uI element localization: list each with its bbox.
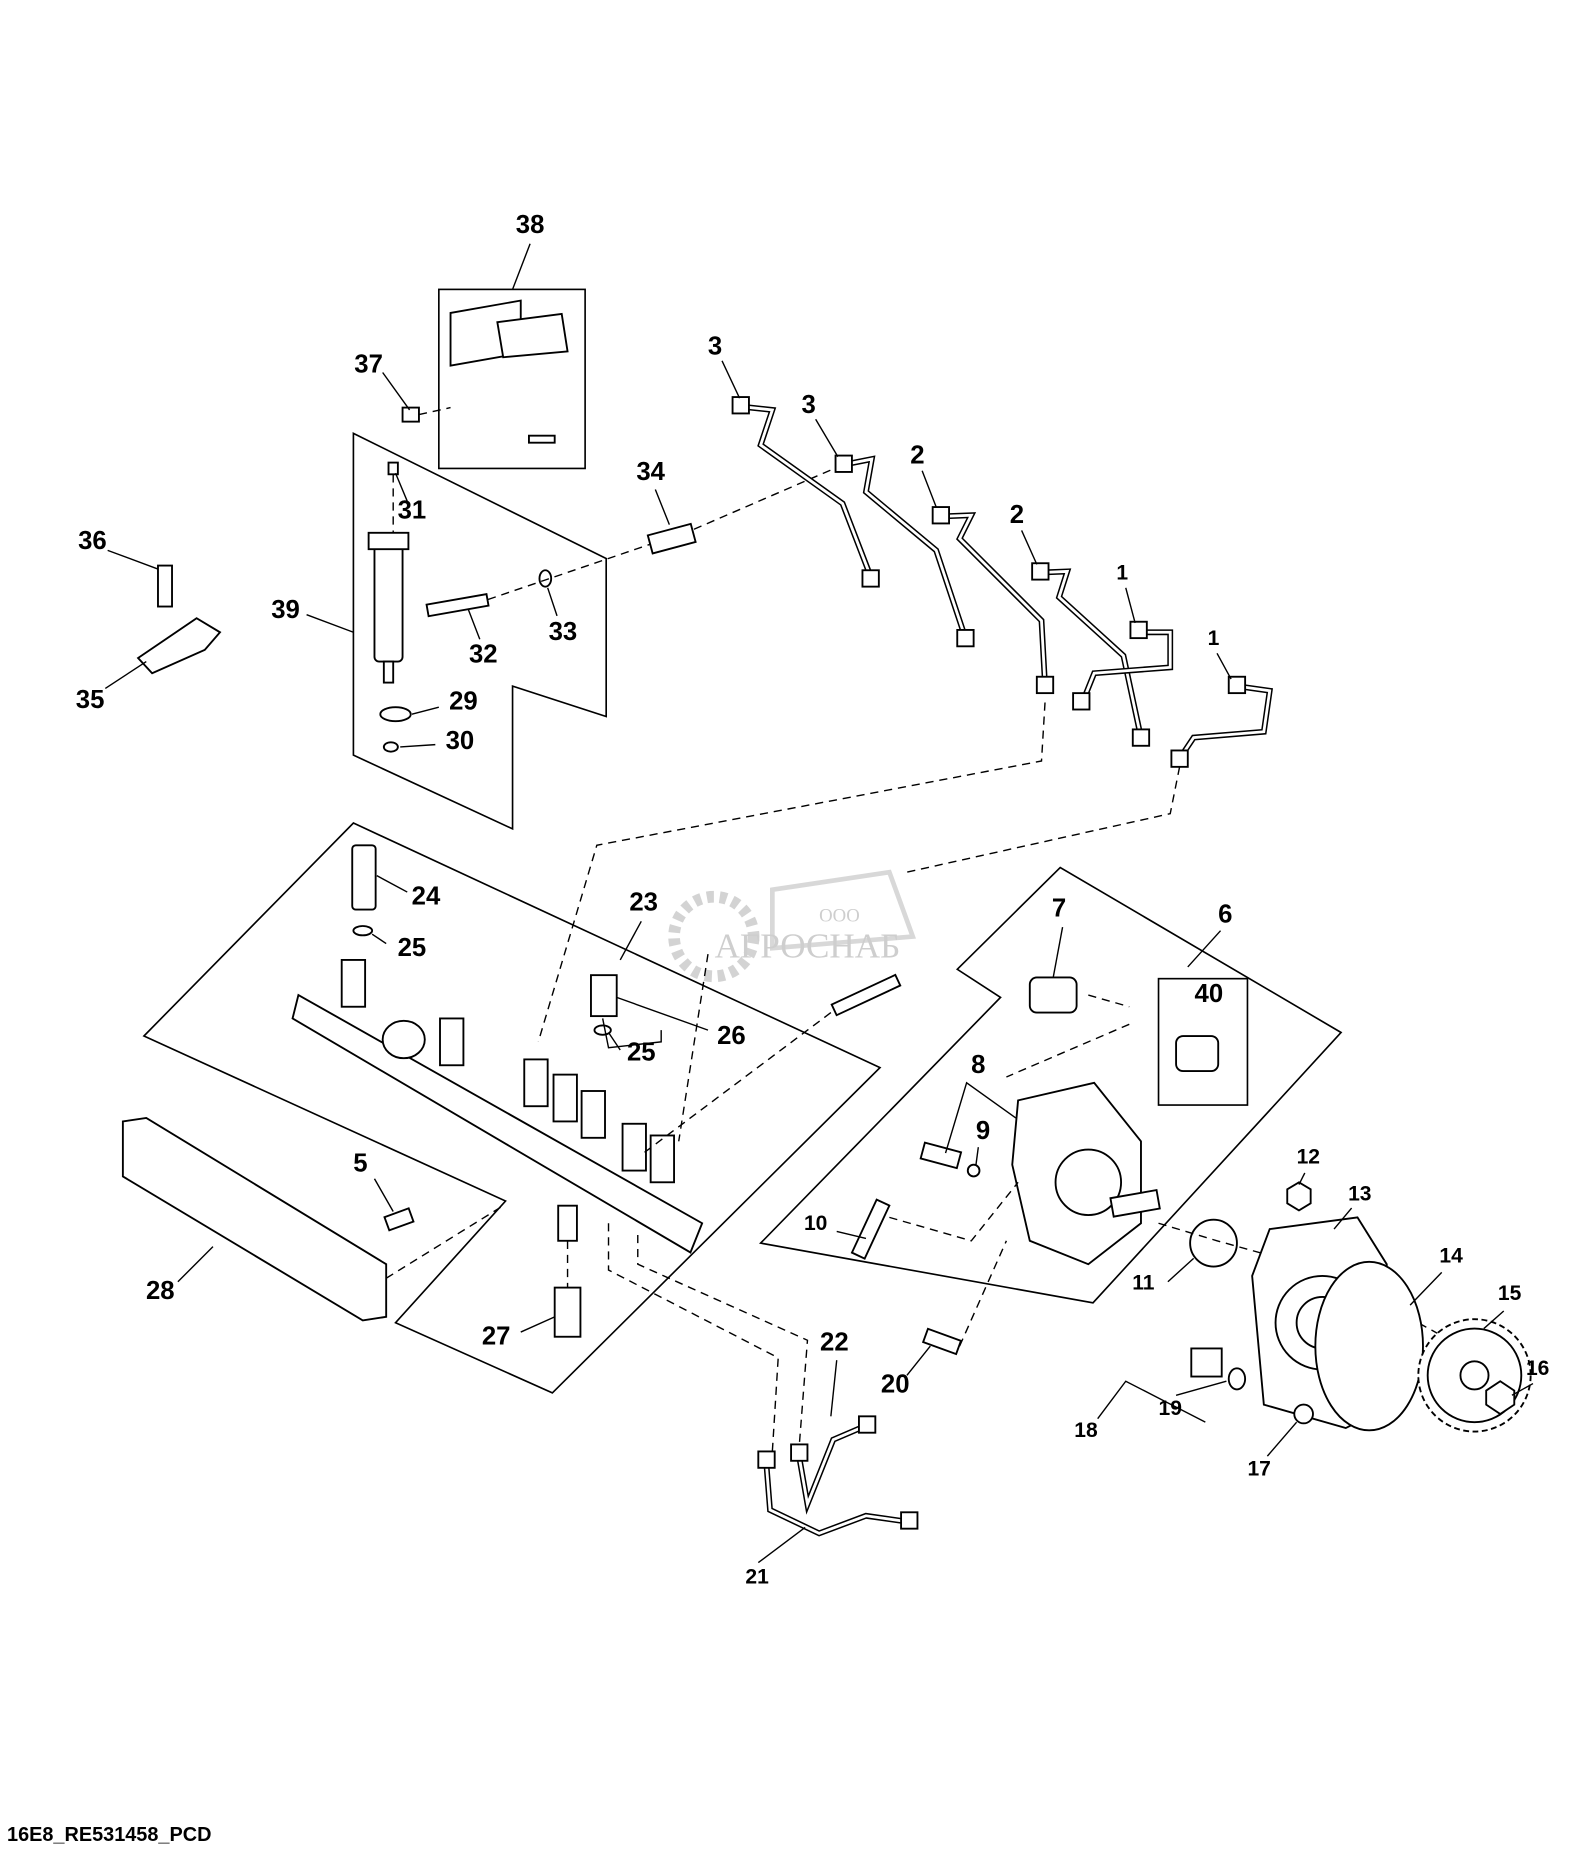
sensor-8 — [919, 1141, 963, 1170]
group-box-39 — [352, 432, 607, 831]
callout-15: 15 — [1498, 1282, 1522, 1305]
sensor-27 — [553, 1286, 582, 1338]
callout-16: 16 — [1526, 1357, 1549, 1380]
nut-16 — [1485, 1380, 1516, 1416]
callout-13: 13 — [1348, 1183, 1371, 1206]
callout-25: 25 — [398, 934, 427, 962]
callout-12: 12 — [1297, 1145, 1320, 1168]
callout-37: 37 — [354, 350, 383, 378]
o-ring-11 — [1189, 1218, 1238, 1268]
callout-6: 6 — [1218, 900, 1232, 928]
shield-28 — [121, 1116, 388, 1322]
gear-15 — [1417, 1318, 1532, 1433]
bolt-37 — [401, 406, 420, 423]
callout-22: 22 — [820, 1329, 849, 1357]
bolt-10 — [850, 1198, 891, 1260]
o-ring-14 — [1314, 1260, 1424, 1432]
callout-29: 29 — [449, 687, 478, 715]
callout-25: 25 — [627, 1038, 656, 1066]
callout-labels: 38 37 3 3 34 31 2 2 1 1 36 39 32 33 35 2… — [76, 211, 1550, 1588]
callout-8: 8 — [971, 1051, 985, 1079]
callout-26: 26 — [717, 1022, 746, 1050]
callout-14: 14 — [1439, 1245, 1463, 1268]
callout-7: 7 — [1052, 894, 1066, 922]
nut-12 — [1286, 1181, 1312, 1212]
bolt-36 — [157, 564, 173, 608]
callout-20: 20 — [881, 1371, 910, 1399]
watermark-logo: ООО АГРОСНАБ — [668, 869, 917, 983]
callout-9: 9 — [976, 1117, 990, 1145]
callout-18: 18 — [1074, 1419, 1098, 1442]
group-box-40 — [1157, 977, 1249, 1106]
plug-18 — [1190, 1347, 1223, 1378]
callout-30: 30 — [446, 727, 475, 755]
bolt-20 — [921, 1327, 963, 1356]
callout-19: 19 — [1159, 1397, 1182, 1420]
callout-31: 31 — [398, 497, 427, 525]
valve-24 — [351, 844, 377, 911]
callout-40: 40 — [1195, 980, 1224, 1008]
callout-10: 10 — [804, 1212, 827, 1235]
fuel-rail — [291, 959, 704, 1254]
valve-40 — [1175, 1035, 1220, 1073]
callout-3: 3 — [708, 333, 722, 361]
callout-32: 32 — [469, 640, 498, 668]
callout-28: 28 — [146, 1277, 175, 1305]
callout-33: 33 — [549, 618, 578, 646]
o-ring-25b — [593, 1024, 612, 1036]
o-ring-25a — [352, 925, 374, 937]
callout-36: 36 — [78, 527, 107, 555]
leader-lines — [104, 243, 1534, 1564]
o-ring-33 — [538, 569, 553, 588]
callout-35: 35 — [76, 686, 105, 714]
high-pressure-pump — [1011, 1081, 1161, 1266]
callout-5: 5 — [353, 1150, 367, 1178]
connector-part — [449, 299, 569, 444]
o-ring-17 — [1293, 1403, 1314, 1425]
group-box-38 — [438, 288, 586, 470]
o-ring-19 — [1227, 1367, 1247, 1391]
callout-27: 27 — [482, 1323, 511, 1351]
valve-7 — [1028, 976, 1078, 1014]
fitting-34 — [646, 522, 697, 555]
group-box-6 — [758, 866, 1343, 1304]
callout-23: 23 — [629, 889, 658, 917]
clamp-35 — [136, 617, 222, 675]
bolt-5 — [383, 1207, 415, 1232]
callout-1: 1 — [1116, 561, 1128, 584]
callout-17: 17 — [1247, 1458, 1270, 1481]
seal-9 — [966, 1163, 981, 1178]
callout-2: 2 — [910, 442, 924, 470]
connector-tube-32 — [425, 593, 490, 618]
callout-11: 11 — [1132, 1272, 1155, 1295]
callout-3: 3 — [801, 391, 815, 419]
callout-21: 21 — [745, 1565, 769, 1588]
callout-34: 34 — [636, 458, 665, 486]
diagram-code: 16E8_RE531458_PCD — [7, 1824, 211, 1846]
callout-24: 24 — [412, 883, 441, 911]
watermark-name: АГРОСНАБ — [715, 927, 901, 966]
fuel-lines-21-22 — [757, 1415, 919, 1537]
watermark-ooo: ООО — [819, 905, 860, 926]
callout-39: 39 — [271, 596, 300, 624]
sleeve-26 — [590, 974, 618, 1018]
callout-2: 2 — [1010, 501, 1024, 529]
group-box-23 — [142, 822, 882, 1394]
stud — [830, 973, 902, 1017]
injector — [367, 461, 412, 753]
callout-38: 38 — [516, 211, 545, 239]
fuel-lines — [731, 396, 1274, 768]
callout-1: 1 — [1208, 627, 1220, 650]
